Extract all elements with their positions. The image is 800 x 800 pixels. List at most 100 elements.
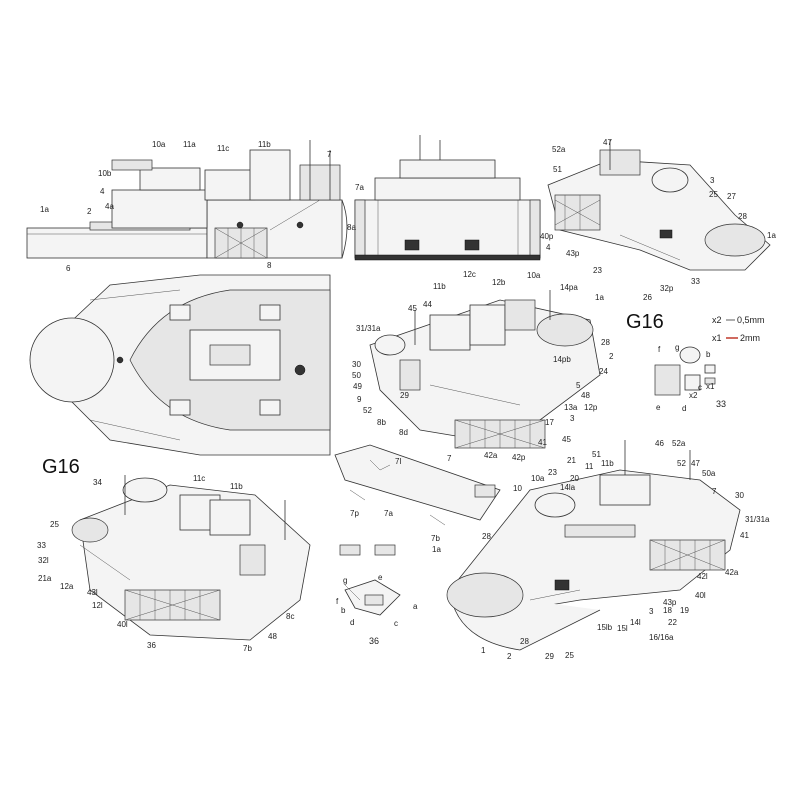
mid-label: 8d — [399, 428, 408, 437]
lr-label: 41 — [740, 531, 749, 540]
lr-label: 46 — [655, 439, 664, 448]
ll-label: 40l — [117, 620, 128, 629]
lr-label: 52 — [677, 459, 686, 468]
d36-label: e — [378, 573, 383, 582]
mid-label: 3 — [570, 414, 575, 423]
d36-label: b — [341, 606, 346, 615]
lr-label: 15l — [617, 624, 628, 633]
ll-label: 8c — [286, 612, 294, 621]
lr-label: 1a — [432, 545, 441, 554]
mp-label: 7 — [447, 454, 452, 463]
mid-parts — [334, 444, 501, 556]
lr-label: 40l — [695, 591, 706, 600]
tr-label: 4 — [546, 243, 551, 252]
tr-label: 1a — [767, 231, 776, 240]
legend-x1-value: 2mm — [740, 333, 760, 343]
d33-label: b — [706, 350, 711, 359]
lr-label: 28 — [482, 532, 491, 541]
side-label: 11a — [183, 140, 196, 149]
side-label: 10a — [152, 140, 166, 149]
lr-label: 15lb — [597, 623, 613, 632]
mid-label: 31/31a — [356, 324, 381, 333]
lr-label: 52a — [672, 439, 686, 448]
mid-label: 29 — [400, 391, 409, 400]
detail-33 — [654, 346, 716, 396]
tr-label: 23 — [593, 266, 602, 275]
d36-label: a — [413, 602, 418, 611]
lr-label: 7 — [712, 487, 717, 496]
d33-label: c — [698, 383, 702, 392]
top-right-iso-view — [547, 140, 771, 271]
lr-label: 19 — [680, 606, 689, 615]
ll-label: 11c — [193, 474, 205, 483]
side-label: 4a — [105, 202, 114, 211]
lower-right-iso-view — [446, 440, 741, 651]
lr-label: 22 — [668, 618, 677, 627]
tr-label: 43p — [566, 249, 580, 258]
lr-label: 1 — [481, 646, 486, 655]
bow-turret — [704, 223, 766, 257]
legend-x2-value: 0,5mm — [737, 315, 765, 325]
mid-label: 45 — [562, 435, 571, 444]
mid-label: 49 — [353, 382, 362, 391]
tr-label: 40p — [540, 232, 554, 241]
lr-label: 18 — [663, 606, 672, 615]
ll-label: 11b — [230, 482, 243, 491]
lr-label: 25 — [565, 651, 574, 660]
d33-label: x1 — [706, 382, 715, 391]
ll-label: 25 — [50, 520, 59, 529]
side-label: 7 — [327, 150, 332, 159]
ll-label: 33 — [37, 541, 46, 550]
tr-label: 3 — [710, 176, 715, 185]
mid-label: 45 — [408, 304, 417, 313]
tr-label: 25 — [709, 190, 718, 199]
mid-label: 11b — [433, 282, 446, 291]
ll-label: 12l — [92, 601, 103, 610]
lr-label: 14la — [560, 483, 576, 492]
lr-label: 21 — [567, 456, 576, 465]
lr-label: 20 — [570, 474, 579, 483]
side-label: 4 — [100, 187, 105, 196]
d33-label: x2 — [689, 391, 698, 400]
side-label: 7a — [355, 183, 364, 192]
mid-label: 13a — [564, 403, 578, 412]
mid-label: 12c — [463, 270, 476, 279]
mid-label: 1a — [595, 293, 604, 302]
mid-label: 42a — [484, 451, 498, 460]
ll-label: 36 — [147, 641, 156, 650]
d36-label: 36 — [369, 636, 379, 646]
mp-label: 7l — [395, 457, 401, 466]
mid-label: 41 — [538, 438, 547, 447]
mid-label: 14pa — [560, 283, 578, 292]
ll-label: 48 — [268, 632, 277, 641]
lr-label: 50a — [702, 469, 716, 478]
mid-label: 44 — [423, 300, 432, 309]
plan-turret — [29, 317, 115, 403]
mp-label: 7a — [384, 509, 393, 518]
lr-label: 29 — [545, 652, 554, 661]
lr-label: 28 — [520, 637, 529, 646]
d36-label: g — [343, 576, 347, 585]
mid-label: 30 — [352, 360, 361, 369]
tr-label: 52a — [552, 145, 566, 154]
d36-label: f — [336, 597, 339, 606]
mid-label: 14pb — [553, 355, 571, 364]
d33-label: d — [682, 404, 686, 413]
detail-36 — [344, 579, 401, 616]
side-label: 1a — [40, 205, 49, 214]
legend-x1: x1 — [712, 333, 722, 343]
mid-label: 9 — [357, 395, 362, 404]
tr-label: 33 — [691, 277, 700, 286]
lr-label: 3 — [649, 607, 654, 616]
ll-label: 21a — [38, 574, 52, 583]
mid-label: 10a — [527, 271, 541, 280]
part-labels: 10a 11a 11c 11b 10b 7 4 4a 2 1a 6 7a 8a … — [37, 138, 776, 661]
side-label: 6 — [66, 264, 71, 273]
legend-x2: x2 — [712, 315, 722, 325]
ll-label: 43l — [87, 588, 98, 597]
sheet-code-bottom: G16 — [42, 456, 80, 478]
mid-label: 24 — [599, 367, 608, 376]
mid-label: 8b — [377, 418, 386, 427]
tr-label: 51 — [553, 165, 562, 174]
